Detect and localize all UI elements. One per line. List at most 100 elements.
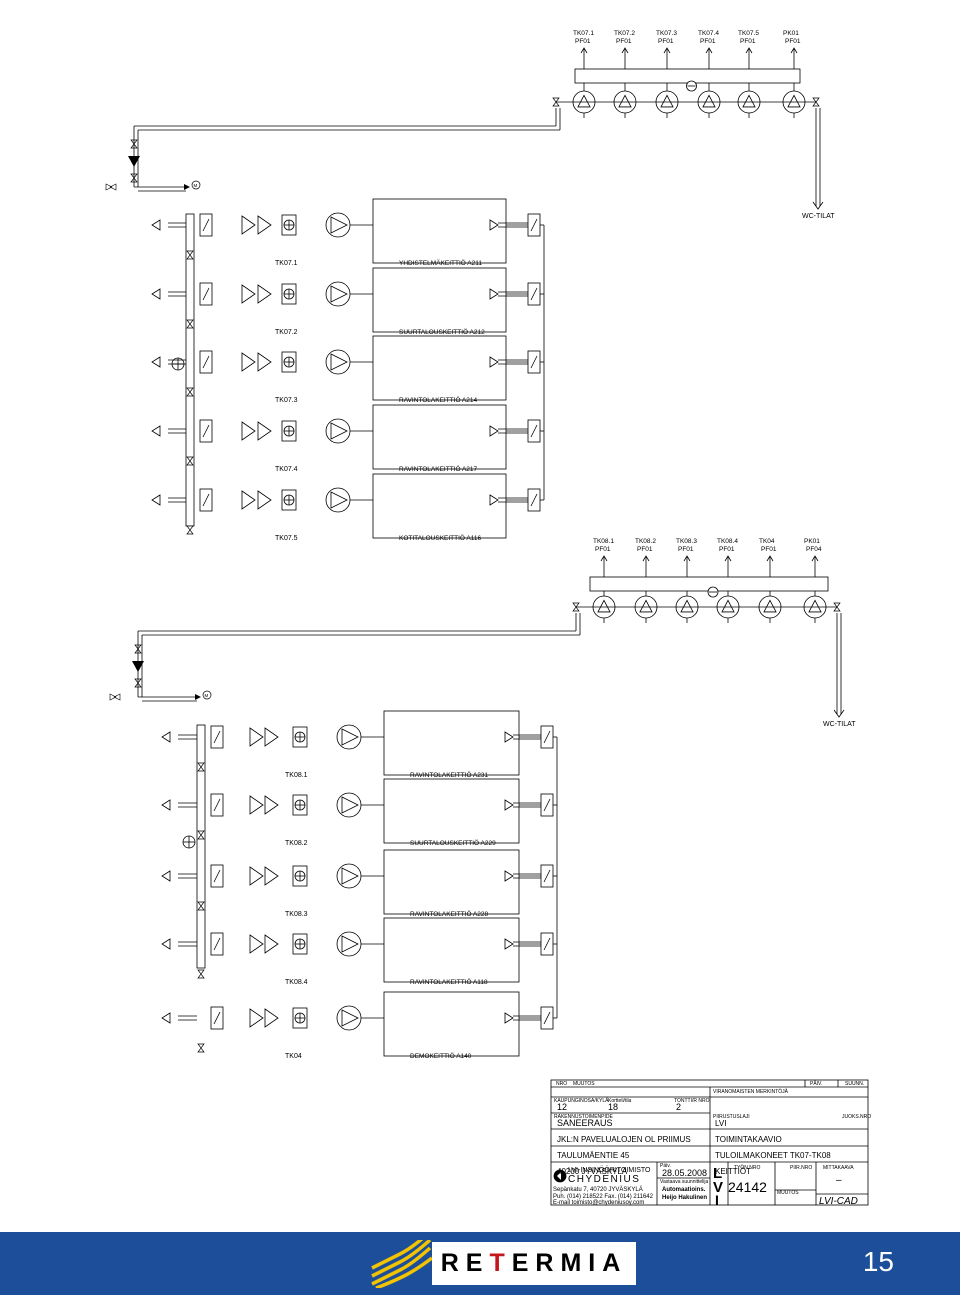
lower-arrow-up-icon — [766, 555, 774, 562]
upper-branch-0-supply-fan-icon-blade — [330, 216, 348, 234]
juoksunro-label: JUOKS.NRO — [842, 1114, 871, 1120]
tontti-label: TONTTI/R NRO — [674, 1098, 710, 1104]
company-address: Sepänkatu 7, 40720 JYVÄSKYLÄ — [553, 1186, 643, 1193]
upper-exhaust-fan-4-icon-blade — [742, 94, 756, 108]
lower-branch-3-supply-fan-icon-blade — [341, 935, 359, 953]
upper-branch-4-filter1-icon — [241, 490, 256, 510]
upper-branch-3-exhaust-damper-icon-blade — [530, 424, 538, 438]
viranomainen-label: VIRANOMAISTEN MERKINTÖJÄ — [713, 1088, 789, 1095]
mittakaava-value: – — [836, 1175, 842, 1186]
lower-branch-0-id-label: TK08.1 — [285, 772, 308, 779]
brand-letter: T — [489, 1249, 512, 1277]
toimenpide-value: SANEERAUS — [557, 1118, 613, 1128]
lower-header-0-code: PF01 — [595, 546, 611, 553]
lower-branch-4-room-box — [383, 991, 520, 1057]
upper-branch-2-room-box — [372, 335, 507, 401]
upper-branch-1-room-box — [372, 267, 507, 333]
lower-exhaust-fan-2-icon-blade — [680, 599, 694, 613]
sisalto3-value: KEITTIÖT — [715, 1167, 751, 1176]
upper-branch-3-filter2-icon — [257, 421, 272, 441]
upper-branch-3-outlet-terminal — [489, 425, 499, 437]
upper-exhaust-fan-2-icon-blade — [660, 94, 674, 108]
lower-header-1-id: TK08.2 — [635, 538, 656, 545]
rev-pvm-label: PÄIV. — [810, 1080, 822, 1087]
piirustuslaji-label: PIIRUSTUSLAJI — [713, 1114, 750, 1120]
lower-branch-2-filter2-icon — [264, 866, 279, 886]
kohde-value: JKL:N PAVELUALOJEN OL PRIIMUS — [557, 1135, 691, 1144]
lower-arrow-up-icon — [811, 555, 819, 562]
company-email: E-mail toimisto@chydeniusoy.com — [553, 1200, 644, 1206]
rev-nro-label: NRO — [556, 1081, 567, 1087]
lower-branch-4-inlet-terminal — [161, 1012, 171, 1024]
lower-header-3-id: TK08.4 — [717, 538, 738, 545]
lower-valve-left-icon — [572, 602, 580, 612]
tyon-nro-label: TYÖN NRO — [734, 1164, 761, 1171]
lower-check-valve-icon — [109, 693, 121, 701]
lower-arrow-up-icon — [642, 555, 650, 562]
company-phone: Puh. (014) 218522 Fax. (014) 211642 — [553, 1194, 654, 1200]
upper-branch-2-column-valve-icon — [186, 387, 194, 397]
upper-header-0-id: TK07.1 — [573, 30, 594, 37]
company-line1: LVI-INSINÖÖRITOIMISTO — [568, 1166, 651, 1174]
upper-header-2-code: PF01 — [658, 38, 674, 45]
lower-branch-2-room-box — [383, 849, 520, 915]
upper-branch-4-room-label: KOTITALOUSKEITTIÖ A116 — [399, 534, 482, 542]
upper-branch-4-id-label: TK07.5 — [275, 535, 298, 542]
upper-branch-1-room-label: SUURTALOUSKEITTIÖ A212 — [399, 328, 485, 336]
upper-branch-0-damper-icon-blade — [202, 218, 210, 232]
lower-arrow-up-icon — [600, 555, 608, 562]
upper-arrow-up-icon — [663, 47, 671, 54]
lower-sensor-arrow-icon — [195, 694, 201, 700]
lower-exhaust-fan-0-icon-blade — [597, 599, 611, 613]
pvm-value: 28.05.2008 — [662, 1168, 707, 1178]
upper-check-valve-icon — [105, 183, 117, 191]
lower-branch-2-supply-fan-icon-blade — [341, 867, 359, 885]
lower-branch-0-column-valve-icon — [197, 762, 205, 772]
piir-nro-label: PIIR.NRO — [790, 1165, 812, 1171]
muutos-label: MUUTOS — [777, 1190, 799, 1196]
lower-branch-3-filter1-icon — [249, 934, 264, 954]
upper-arrow-up-icon — [745, 47, 753, 54]
lower-branch-3-inlet-terminal — [161, 938, 171, 950]
lower-branch-2-exhaust-damper-icon-blade — [543, 869, 551, 883]
upper-branch-1-id-label: TK07.2 — [275, 329, 298, 336]
upper-header-1-id: TK07.2 — [614, 30, 635, 37]
lvi-letter-l: L — [713, 1165, 722, 1182]
mittakaava-label: MITTAKAAVA — [823, 1165, 854, 1171]
kaupunginosa-value: 12 — [557, 1102, 567, 1112]
piirustuslaji-value: LVI — [715, 1119, 726, 1128]
upper-branch-1-filter1-icon — [241, 284, 256, 304]
upper-valve-right-icon — [812, 97, 820, 107]
brand-letter: E — [511, 1249, 536, 1277]
lower-branch-2-room-label: RAVINTOLAKEITTIÖ A228 — [410, 910, 489, 918]
lower-branch-0-room-box — [383, 710, 520, 776]
lower-branch-0-outlet-terminal — [504, 731, 514, 743]
brand-letter: A — [602, 1249, 628, 1277]
upper-wc-label: WC-TILAT — [802, 213, 835, 220]
lower-header-2-code: PF01 — [678, 546, 694, 553]
upper-branch-0-filter1-icon — [241, 215, 256, 235]
tyon-nro-value: 24142 — [728, 1179, 767, 1195]
upper-header-4-id: TK07.5 — [738, 30, 759, 37]
upper-branch-2-exhaust-damper-icon-blade — [530, 355, 538, 369]
upper-branch-2-supply-fan-icon-blade — [330, 353, 348, 371]
upper-branch-4-filter2-icon — [257, 490, 272, 510]
upper-arrow-up-icon — [621, 47, 629, 54]
upper-exhaust-fan-3-icon-blade — [702, 94, 716, 108]
upper-branch-2-damper-icon-blade — [202, 355, 210, 369]
lower-sensor-m-icon — [202, 690, 212, 700]
upper-header-0-code: PF01 — [575, 38, 591, 45]
upper-branch-2-filter2-icon — [257, 352, 272, 372]
brand-letter: E — [465, 1249, 490, 1277]
upper-branch-0-exhaust-damper-icon-blade — [530, 218, 538, 232]
lower-supply-column — [196, 724, 206, 969]
tontti-value: 2 — [676, 1102, 681, 1112]
upper-header-5-code: PF01 — [785, 38, 801, 45]
upper-exhaust-fan-5-icon-blade — [787, 94, 801, 108]
upper-system-tk07: TK07.1PF01TK07.2PF01TK07.3PF01TK07.4PF01… — [105, 30, 835, 542]
upper-sensor-arrow-icon — [184, 184, 190, 190]
lower-header-5-code: PF04 — [806, 546, 822, 553]
